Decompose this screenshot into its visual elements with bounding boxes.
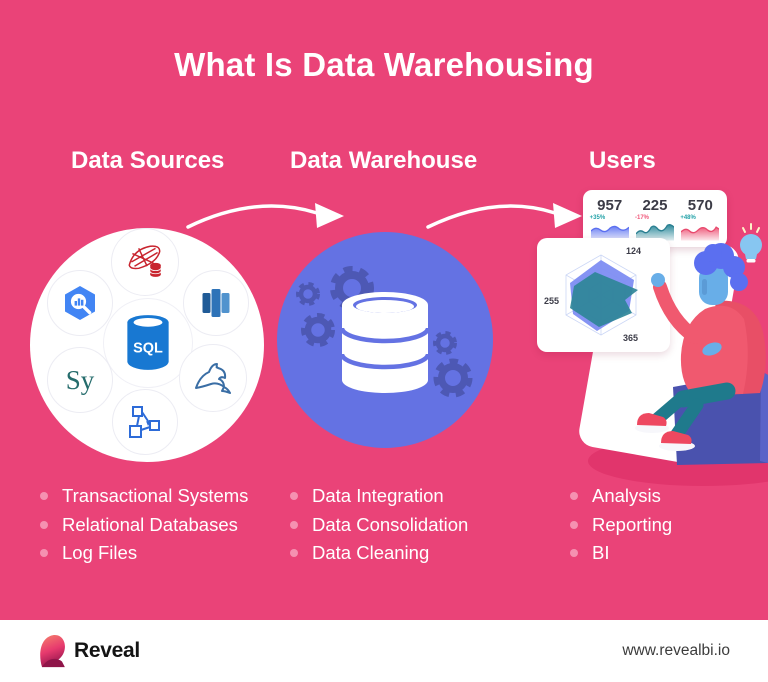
footer: Reveal www.revealbi.io	[0, 620, 768, 682]
radar-series-teal	[570, 272, 638, 327]
arrow-sources-to-warehouse	[186, 203, 344, 229]
sparkline-teal	[635, 223, 674, 240]
brand-name: Reveal	[74, 639, 140, 662]
sybase-icon: Sy	[47, 347, 113, 413]
seated-person-illustration	[635, 243, 768, 465]
list-item: Data Integration	[290, 482, 468, 510]
bullet-dot	[570, 549, 578, 557]
kpi-item: 225 -17%	[634, 196, 676, 241]
list-item: Log Files	[40, 539, 248, 567]
gear-icons	[296, 266, 473, 398]
figure	[635, 243, 766, 451]
kpi-item: 957 +35%	[589, 196, 631, 241]
amazon-redshift-icon	[183, 270, 249, 336]
sparkline-pink	[681, 225, 720, 240]
list-item-label: Data Integration	[312, 485, 444, 506]
kpi-value: 957	[597, 196, 623, 214]
list-item-label: BI	[592, 542, 610, 563]
bullet-dot	[290, 549, 298, 557]
list-item: Data Consolidation	[290, 511, 468, 539]
list-item: Relational Databases	[40, 511, 248, 539]
radar-label: 124	[626, 246, 641, 256]
list-item-label: Reporting	[592, 513, 673, 535]
sql-server-icon	[111, 228, 179, 296]
data-warehouse-circle	[277, 232, 493, 448]
poster-background: What Is Data Warehousing Data Sources Da…	[0, 0, 768, 620]
reveal-logo-icon	[40, 635, 65, 668]
column-header-users: Users	[589, 147, 656, 174]
reveal-logo: Reveal	[38, 632, 140, 670]
sql-database-icon: SQL	[103, 298, 193, 388]
bullet-dot	[40, 492, 48, 500]
mysql-icon	[179, 344, 247, 412]
shoes	[635, 413, 695, 451]
bullet-dot	[40, 520, 48, 529]
site-url: www.revealbi.io	[622, 642, 730, 659]
kpi-delta: +35%	[589, 214, 606, 221]
database-cylinder-icon	[339, 292, 431, 393]
list-item: BI	[570, 539, 672, 567]
kpi-delta: +48%	[680, 214, 696, 221]
list-item: Data Cleaning	[290, 539, 468, 567]
page-title: What Is Data Warehousing	[174, 46, 594, 83]
bigquery-icon	[47, 270, 113, 336]
list-item-label: Transactional Systems	[62, 485, 249, 506]
list-item: Analysis	[570, 482, 672, 510]
radar-label: 255	[544, 296, 559, 306]
sparkline-blue	[590, 225, 629, 240]
column-header-data-warehouse: Data Warehouse	[290, 147, 478, 174]
bullet-dot	[40, 549, 48, 557]
bullet-dot	[290, 492, 298, 500]
list-item-label: Relational Databases	[62, 513, 238, 535]
data-sources-circle: SQL Sy	[30, 228, 264, 462]
list-item: Transactional Systems	[40, 482, 248, 510]
list-users: Analysis Reporting BI	[570, 482, 672, 568]
radar-label: 365	[623, 333, 638, 343]
hair	[694, 243, 748, 291]
sql-label: SQL	[133, 340, 163, 356]
list-item-label: Data Consolidation	[312, 513, 469, 535]
list-item-label: Log Files	[62, 542, 138, 563]
kpi-value: 570	[687, 196, 713, 214]
list-item-label: Analysis	[592, 485, 661, 506]
sybase-label: Sy	[66, 365, 95, 395]
kpi-card: 957 +35% 225 -17%	[583, 190, 727, 247]
distributed-data-icon	[112, 389, 178, 455]
bullet-dot	[570, 520, 578, 529]
list-data-warehouse: Data Integration Data Consolidation Data…	[290, 482, 468, 568]
list-data-sources: Transactional Systems Relational Databas…	[40, 482, 248, 568]
bullet-dot	[290, 520, 298, 529]
kpi-value: 225	[642, 196, 668, 214]
bullet-dot	[570, 492, 578, 500]
kpi-delta: -17%	[634, 214, 649, 221]
kpi-item: 570 +48%	[679, 196, 721, 241]
radar-chart-card: 124 255 365	[537, 238, 670, 352]
lightbulb-icon	[740, 223, 762, 263]
list-item-label: Data Cleaning	[312, 542, 430, 563]
column-header-data-sources: Data Sources	[71, 147, 225, 174]
list-item: Reporting	[570, 511, 672, 539]
